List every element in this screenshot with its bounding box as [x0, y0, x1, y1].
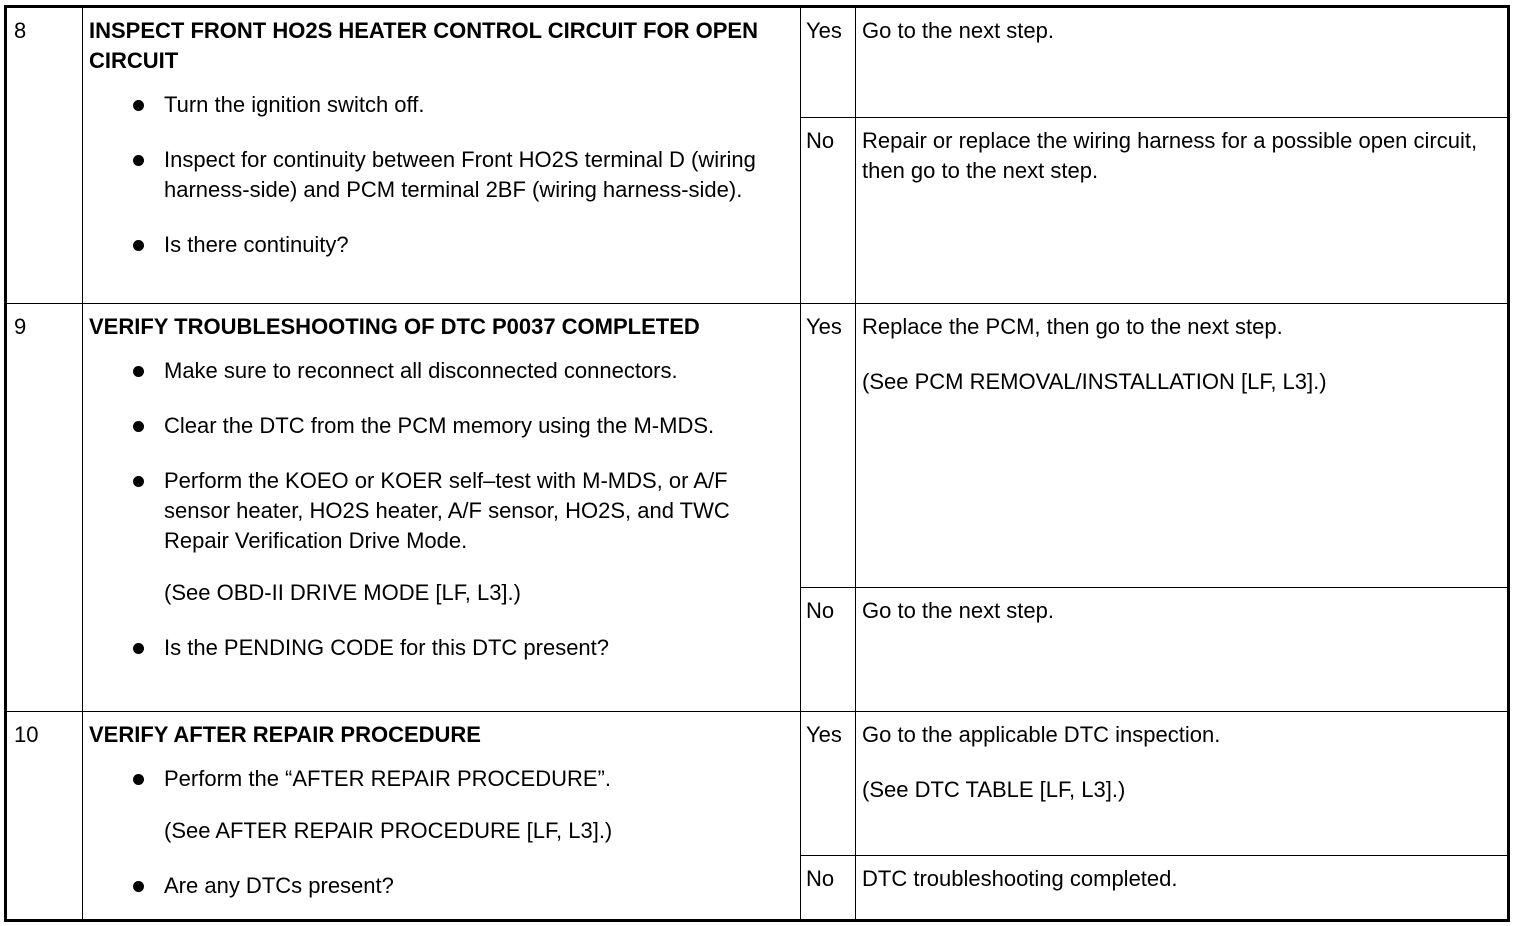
step-8-no-row: No Repair or replace the wiring harness … — [6, 117, 1509, 304]
action-text: Go to the applicable DTC inspection. — [862, 722, 1221, 747]
bullet-item: Is there continuity? — [133, 230, 794, 260]
bullet-item: Are any DTCs present? — [133, 871, 794, 901]
bullet-list: Make sure to reconnect all disconnected … — [89, 356, 794, 556]
step-title: INSPECT FRONT HO2S HEATER CONTROL CIRCUI… — [89, 18, 758, 73]
reference-note: (See OBD-II DRIVE MODE [LF, L3].) — [164, 580, 521, 605]
action-text: Go to the next step. — [862, 18, 1055, 43]
troubleshooting-table: 8 INSPECT FRONT HO2S HEATER CONTROL CIRC… — [4, 5, 1510, 922]
bullet-list: Perform the “AFTER REPAIR PROCEDURE”. — [89, 764, 794, 794]
reference-note: (See DTC TABLE [LF, L3].) — [862, 777, 1126, 802]
bullet-list: Turn the ignition switch off. Inspect fo… — [89, 90, 794, 260]
step-9-yes-row: 9 VERIFY TROUBLESHOOTING OF DTC P0037 CO… — [5, 303, 1509, 712]
reference-note: (See PCM REMOVAL/INSTALLATION [LF, L3].) — [862, 369, 1327, 394]
step-instructions: VERIFY AFTER REPAIR PROCEDURE Perform th… — [82, 711, 801, 921]
action-text: Repair or replace the wiring harness for… — [862, 128, 1478, 183]
no-action: Go to the next step. — [855, 587, 1509, 712]
yes-action: Go to the next step. — [855, 6, 1509, 118]
bullet-list: Is the PENDING CODE for this DTC present… — [89, 633, 794, 663]
step-title: VERIFY AFTER REPAIR PROCEDURE — [89, 722, 481, 747]
bullet-item: Turn the ignition switch off. — [133, 90, 794, 120]
step-title: VERIFY TROUBLESHOOTING OF DTC P0037 COMP… — [89, 314, 700, 339]
bullet-item: Clear the DTC from the PCM memory using … — [133, 411, 794, 441]
bullet-item: Is the PENDING CODE for this DTC present… — [133, 633, 794, 663]
bullet-list: Are any DTCs present? — [89, 871, 794, 901]
step-number: 9 — [5, 303, 83, 712]
no-label: No — [800, 855, 856, 921]
bullet-item: Make sure to reconnect all disconnected … — [133, 356, 794, 386]
bullet-item: Inspect for continuity between Front HO2… — [133, 145, 794, 205]
step-instructions: INSPECT FRONT HO2S HEATER CONTROL CIRCUI… — [82, 6, 801, 304]
action-text: Replace the PCM, then go to the next ste… — [862, 314, 1283, 339]
no-label: No — [800, 587, 856, 712]
no-action: DTC troubleshooting completed. — [855, 855, 1509, 921]
yes-action: Go to the applicable DTC inspection. (Se… — [855, 711, 1509, 856]
step-number: 8 — [5, 6, 83, 304]
step-9-no-row: No Go to the next step. — [6, 587, 1509, 712]
bullet-item: Perform the KOEO or KOER self–test with … — [133, 466, 794, 556]
step-10-no-row: No DTC troubleshooting completed. — [6, 855, 1509, 921]
no-action: Repair or replace the wiring harness for… — [855, 117, 1509, 304]
action-text: Go to the next step. — [862, 598, 1055, 623]
action-text: DTC troubleshooting completed. — [862, 866, 1178, 891]
yes-label: Yes — [800, 303, 856, 588]
no-label: No — [800, 117, 856, 304]
reference-note: (See AFTER REPAIR PROCEDURE [LF, L3].) — [164, 818, 613, 843]
step-8-yes-row: 8 INSPECT FRONT HO2S HEATER CONTROL CIRC… — [5, 6, 1509, 304]
yes-action: Replace the PCM, then go to the next ste… — [855, 303, 1509, 588]
step-instructions: VERIFY TROUBLESHOOTING OF DTC P0037 COMP… — [82, 303, 801, 712]
yes-label: Yes — [800, 711, 856, 856]
step-number: 10 — [5, 711, 83, 921]
step-10-yes-row: 10 VERIFY AFTER REPAIR PROCEDURE Perform… — [5, 711, 1509, 921]
bullet-item: Perform the “AFTER REPAIR PROCEDURE”. — [133, 764, 794, 794]
yes-label: Yes — [800, 6, 856, 118]
